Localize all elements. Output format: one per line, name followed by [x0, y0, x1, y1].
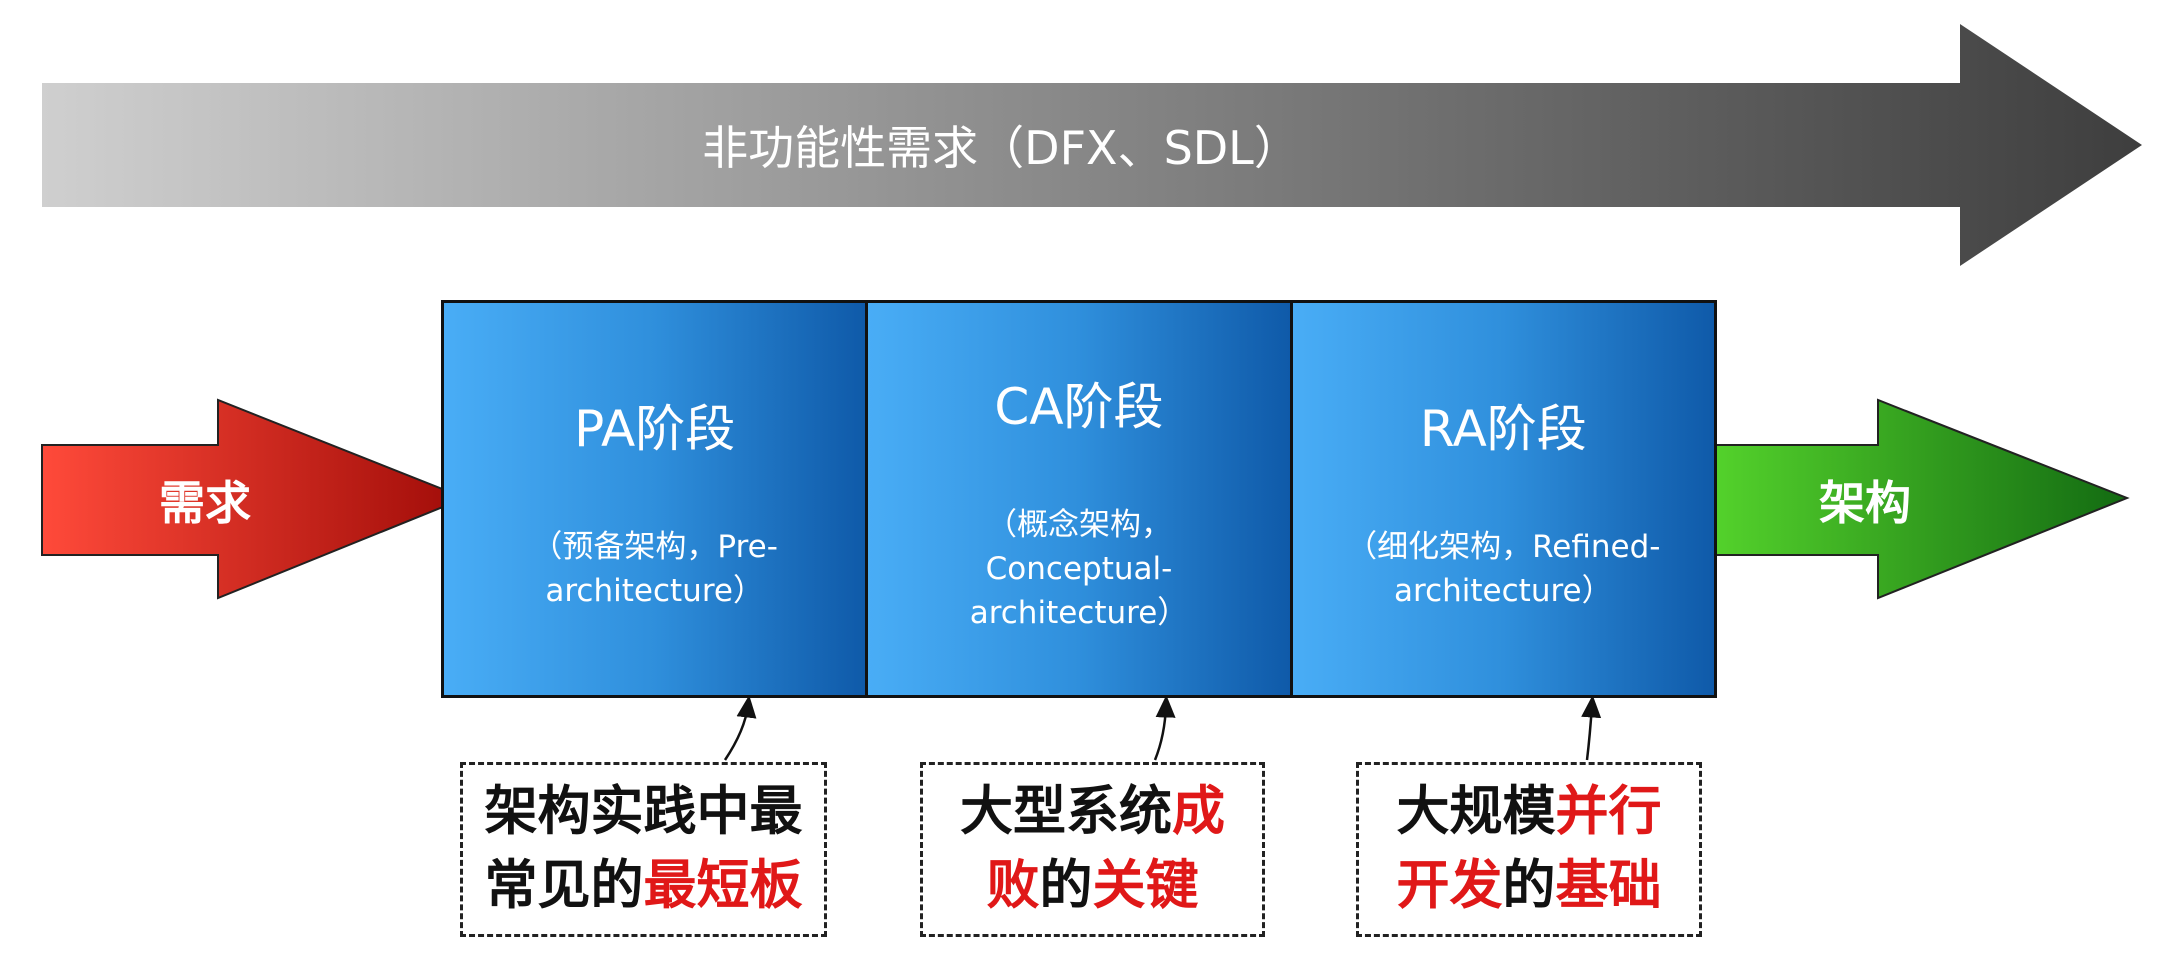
callout-line: 常见的最短板 — [463, 849, 824, 923]
stage-title: CA阶段 — [994, 378, 1164, 436]
desc-line: architecture） — [969, 595, 1189, 631]
desc-line: architecture） — [1394, 573, 1613, 609]
callout-highlight: 最短板 — [643, 855, 803, 916]
stage-ra: RA阶段 （细化架构，Refined- architecture） — [1289, 303, 1714, 695]
stage-description: （概念架构， Conceptual- architecture） — [888, 503, 1269, 635]
pointer-arrow-1 — [723, 695, 757, 761]
stage-pa: PA阶段 （预备架构，Pre- architecture） — [444, 303, 866, 695]
input-arrow-shape — [41, 398, 468, 600]
stage-description: （细化架构，Refined- architecture） — [1313, 525, 1694, 613]
callout-highlight: 基础 — [1555, 855, 1662, 916]
callout-highlight: 开发 — [1396, 855, 1503, 916]
callout-highlight: 并行 — [1555, 781, 1662, 842]
callout-ca: 大型系统成 败的关键 — [920, 762, 1265, 937]
stage-title: PA阶段 — [574, 400, 736, 458]
callout-text: 常见的 — [484, 855, 644, 916]
desc-line: Conceptual- — [985, 551, 1173, 587]
input-arrow-label: 需求 — [159, 476, 251, 530]
callout-text: 大型系统 — [960, 781, 1172, 842]
callout-line: 开发的基础 — [1359, 849, 1699, 923]
callout-highlight: 败 — [986, 855, 1040, 916]
callout-pa: 架构实践中最 常见的最短板 — [460, 762, 827, 937]
callout-line: 架构实践中最 — [484, 781, 803, 842]
desc-line: （概念架构， — [985, 507, 1172, 543]
callout-line: 大型系统成 — [923, 775, 1262, 849]
output-arrow-label: 架构 — [1819, 476, 1911, 530]
stage-ca: CA阶段 （概念架构， Conceptual- architecture） — [865, 303, 1290, 695]
desc-line: （预备架构，Pre- — [531, 529, 778, 565]
top-arrow-label: 非功能性需求（DFX、SDL） — [702, 121, 1300, 175]
stage-title: RA阶段 — [1419, 400, 1587, 458]
pointer-arrow-2 — [1153, 695, 1176, 761]
callout-highlight: 关键 — [1092, 855, 1199, 916]
callout-line: 败的关键 — [923, 849, 1262, 923]
callout-highlight: 成 — [1172, 781, 1225, 842]
stages-container: PA阶段 （预备架构，Pre- architecture） CA阶段 （概念架构… — [441, 300, 1717, 698]
desc-line: （细化架构，Refined- — [1346, 529, 1661, 565]
desc-line: architecture） — [545, 573, 764, 609]
callout-text: 的 — [1039, 855, 1093, 916]
callout-line: 大规模并行 — [1359, 775, 1699, 849]
callout-text: 大规模 — [1396, 781, 1556, 842]
stage-description: （预备架构，Pre- architecture） — [464, 525, 845, 613]
callout-text: 的 — [1502, 855, 1556, 916]
callout-ra: 大规模并行 开发的基础 — [1356, 762, 1702, 937]
output-arrow-shape — [1705, 398, 2130, 600]
top-arrow-shape — [42, 24, 2142, 266]
pointer-arrow-3 — [1581, 695, 1602, 761]
